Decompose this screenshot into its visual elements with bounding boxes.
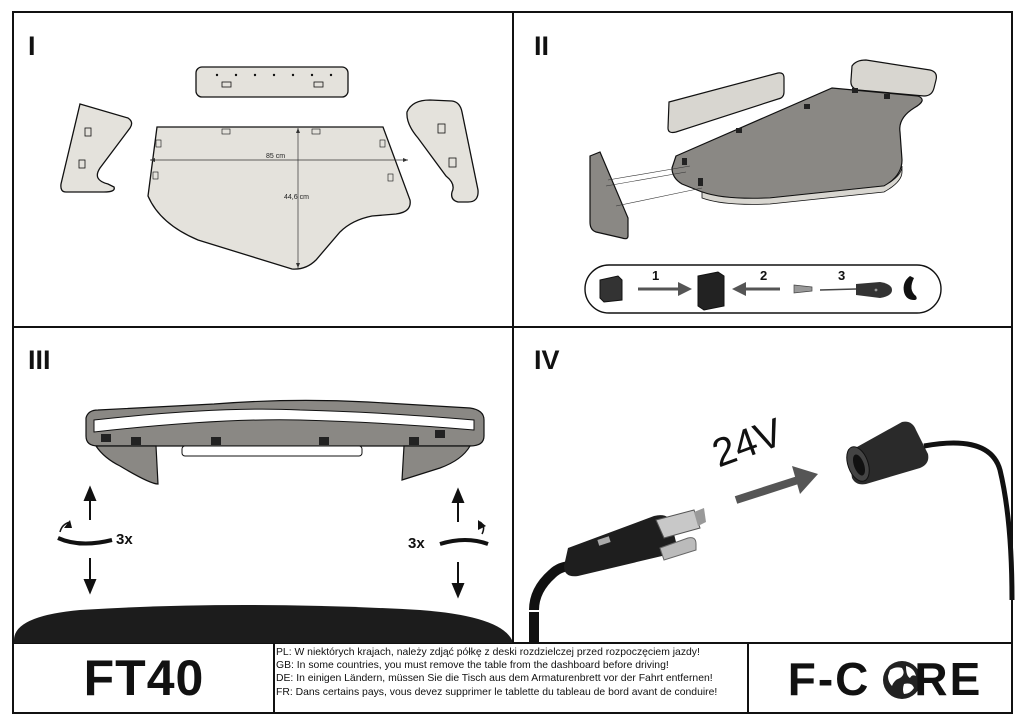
iso-fixings — [682, 88, 890, 186]
iso-table-top — [671, 87, 923, 199]
brand-globe-space — [872, 659, 912, 699]
panel-4-numeral: IV — [534, 345, 560, 375]
brand-left: F-C — [787, 653, 871, 705]
left-leg — [94, 445, 159, 485]
assembly-guide-lines — [605, 165, 703, 207]
brand-logo: F-C RE — [755, 646, 1015, 712]
panel-1-numeral: I — [28, 31, 36, 61]
model-number: FT40 — [83, 650, 205, 706]
width-label: 85 cm — [266, 153, 286, 160]
left-vertical-arrows — [83, 485, 97, 595]
table-top — [147, 126, 411, 270]
safety-notes: PL: W niektórych krajach, należy zdjąć p… — [276, 646, 746, 712]
iso-right-bracket — [850, 59, 937, 97]
note-pl: PL: W niektórych krajach, należy zdjąć p… — [276, 647, 700, 658]
right-side-bracket — [406, 99, 479, 203]
table-top-fixings — [152, 128, 394, 182]
left-rotate-icon — [57, 536, 113, 546]
panel-1-parts — [60, 66, 479, 270]
back-rail — [195, 66, 349, 98]
note-fr: FR: Dans certains pays, vous devez suppr… — [276, 686, 718, 698]
globe-icon — [883, 661, 921, 699]
right-count-label: 3x — [408, 535, 425, 552]
panel-3-numeral: III — [28, 345, 51, 375]
dashboard — [14, 605, 512, 643]
panel-3-mounting — [14, 399, 512, 643]
screwdriver-icon — [819, 282, 892, 298]
back-rail-holes — [215, 73, 333, 77]
step-2-label: 2 — [760, 268, 768, 283]
right-rotate-icon — [439, 538, 489, 546]
panel-2-assembly — [584, 59, 942, 314]
iso-back-rail — [667, 72, 785, 134]
step-1-label: 1 — [652, 268, 660, 283]
clip-part — [599, 275, 623, 303]
panel-2-numeral: II — [534, 31, 550, 61]
brand-right: RE — [914, 653, 983, 705]
clip-assembled — [697, 271, 725, 311]
rear-lip — [181, 445, 363, 457]
left-side-bracket — [60, 103, 133, 193]
direction-arrow — [734, 476, 800, 504]
left-count-label: 3x — [116, 531, 133, 548]
right-vertical-arrows — [451, 487, 465, 599]
mount-fixings — [101, 430, 445, 445]
step-3-label: 3 — [838, 268, 846, 283]
plug-icon — [529, 508, 706, 643]
note-de: DE: In einigen Ländern, müssen Sie die T… — [276, 673, 713, 685]
clip-icon — [903, 276, 917, 300]
depth-label: 44,6 cm — [284, 194, 309, 201]
right-leg — [401, 445, 472, 481]
note-gb: GB: In some countries, you must remove t… — [276, 660, 669, 672]
panel-4-power — [529, 421, 1015, 643]
socket-icon — [846, 421, 1015, 601]
iso-left-bracket — [589, 151, 629, 240]
screw-icon — [793, 284, 813, 294]
